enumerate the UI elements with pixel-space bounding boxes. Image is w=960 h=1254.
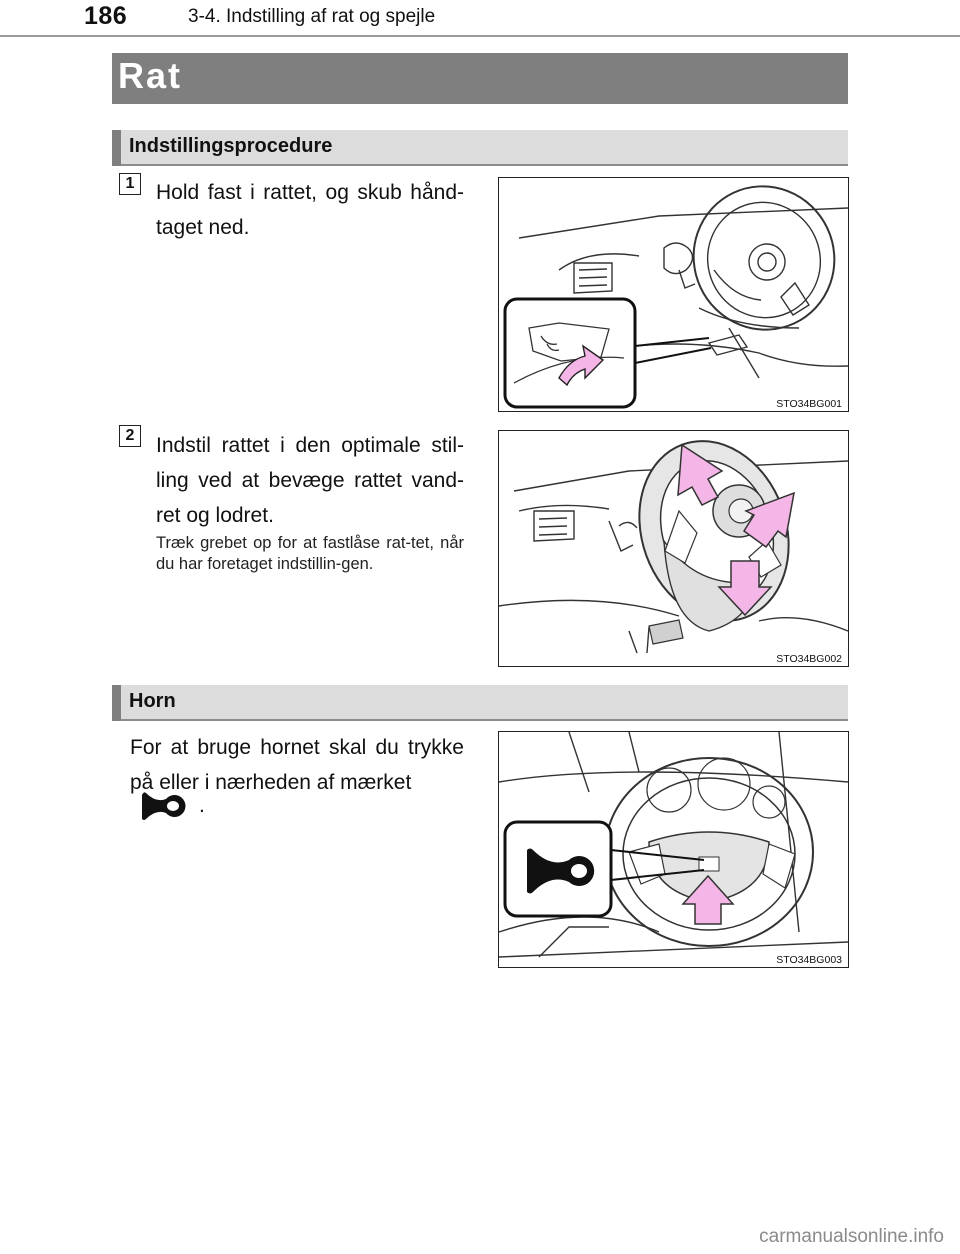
horn-text: For at bruge hornet skal du trykke på el…: [130, 736, 464, 794]
horn-location-illustration: STO34BG003: [499, 732, 848, 966]
step-2-note: Træk grebet op for at fastlåse rat-tet, …: [156, 534, 464, 573]
step-2-text: Indstil rattet i den optimale stil-ling …: [156, 434, 464, 527]
section-heading-horn: Horn: [112, 685, 848, 721]
figure-release-lever: STO34BG001: [498, 177, 849, 412]
step-number-1: 1: [119, 173, 141, 195]
horn-text-end: .: [199, 794, 205, 817]
header-rule: [0, 35, 960, 37]
title-bar: Rat: [112, 53, 848, 104]
figure-horn: STO34BG003: [498, 731, 849, 968]
page-number: 186: [84, 2, 128, 30]
step-1-text: Hold fast i rattet, og skub hånd-taget n…: [156, 181, 464, 239]
horn-icon-glyph: [142, 792, 186, 820]
step-number-2: 2: [119, 425, 141, 447]
figure-code-3: STO34BG003: [776, 954, 842, 966]
steering-lever-illustration: STO34BG001: [503, 185, 848, 410]
section-heading-label: Indstillingsprocedure: [129, 135, 333, 157]
figure-adjust-wheel: STO34BG002: [498, 430, 849, 667]
section-heading-procedure: Indstillingsprocedure: [112, 130, 848, 166]
section-heading-label: Horn: [129, 690, 176, 712]
horn-icon: [140, 791, 186, 823]
figure-code-2: STO34BG002: [776, 653, 842, 665]
figure-code-1: STO34BG001: [776, 398, 842, 410]
page-title: Rat: [118, 55, 183, 96]
steering-wheel-adjust-illustration: STO34BG002: [499, 440, 848, 665]
running-head: 3-4. Indstilling af rat og spejle: [188, 6, 436, 27]
watermark: carmanualsonline.info: [759, 1226, 944, 1247]
